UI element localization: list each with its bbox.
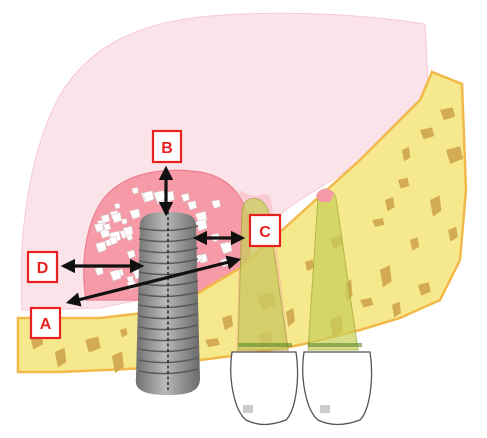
label-b: B (153, 131, 181, 162)
label-d-text: D (37, 260, 49, 277)
tooth-crown-2 (303, 352, 372, 425)
label-c-text: C (259, 224, 271, 241)
label-d: D (28, 252, 57, 282)
dental-implant (136, 206, 200, 395)
label-c: C (250, 215, 280, 246)
label-a-text: A (40, 316, 52, 333)
label-a: A (31, 308, 60, 338)
tooth-crown-1 (231, 352, 298, 425)
label-b-text: B (161, 140, 173, 157)
